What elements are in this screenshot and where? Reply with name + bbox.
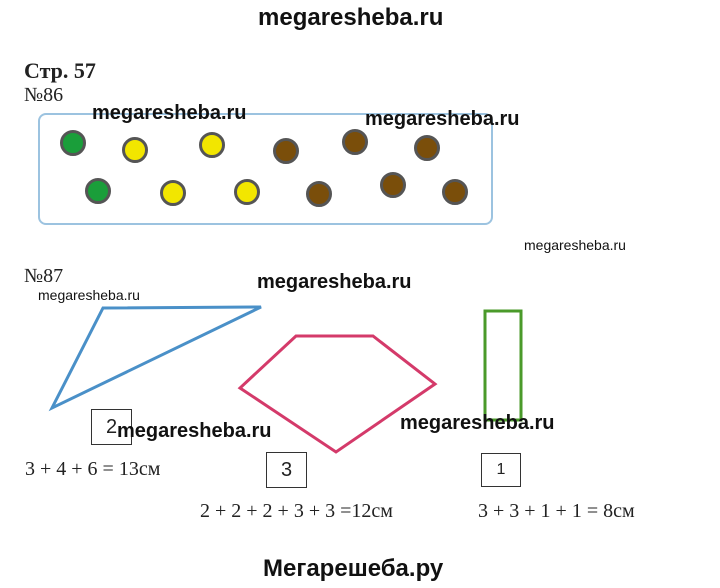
watermark: megaresheba.ru [400,412,555,434]
dots-panel [38,113,493,225]
dot-brown [414,135,440,161]
dot-green [85,178,111,204]
footer-title: Мегарешеба.ру [263,555,444,582]
task-86-label: №86 [24,84,64,106]
watermark: megaresheba.ru [524,237,626,253]
answer-box-rectangle: 1 [481,453,521,487]
formula-rectangle: 3 + 3 + 1 + 1 = 8см [478,500,635,522]
watermark: megaresheba.ru [117,420,272,442]
dot-yellow [234,179,260,205]
answer-box-pentagon: 3 [266,452,307,488]
dot-brown [380,172,406,198]
page-label: Стр. 57 [24,58,96,83]
triangle-shape [48,305,262,412]
dot-yellow [199,132,225,158]
watermark: megaresheba.ru [92,102,247,124]
dot-brown [306,181,332,207]
pentagon-shape [237,334,438,454]
dot-brown [442,179,468,205]
site-title: megaresheba.ru [258,4,444,31]
rectangle-shape [483,309,523,422]
watermark: megaresheba.ru [38,287,140,303]
task-87-label: №87 [24,265,64,287]
dot-yellow [160,180,186,206]
dot-brown [342,129,368,155]
answer-box-triangle: 2 [91,409,132,445]
dot-brown [273,138,299,164]
watermark: megaresheba.ru [257,271,412,293]
dot-yellow [122,137,148,163]
watermark: megaresheba.ru [365,108,520,130]
dot-green [60,130,86,156]
formula-triangle: 3 + 4 + 6 = 13см [25,458,161,480]
formula-pentagon: 2 + 2 + 2 + 3 + 3 =12см [200,500,393,522]
